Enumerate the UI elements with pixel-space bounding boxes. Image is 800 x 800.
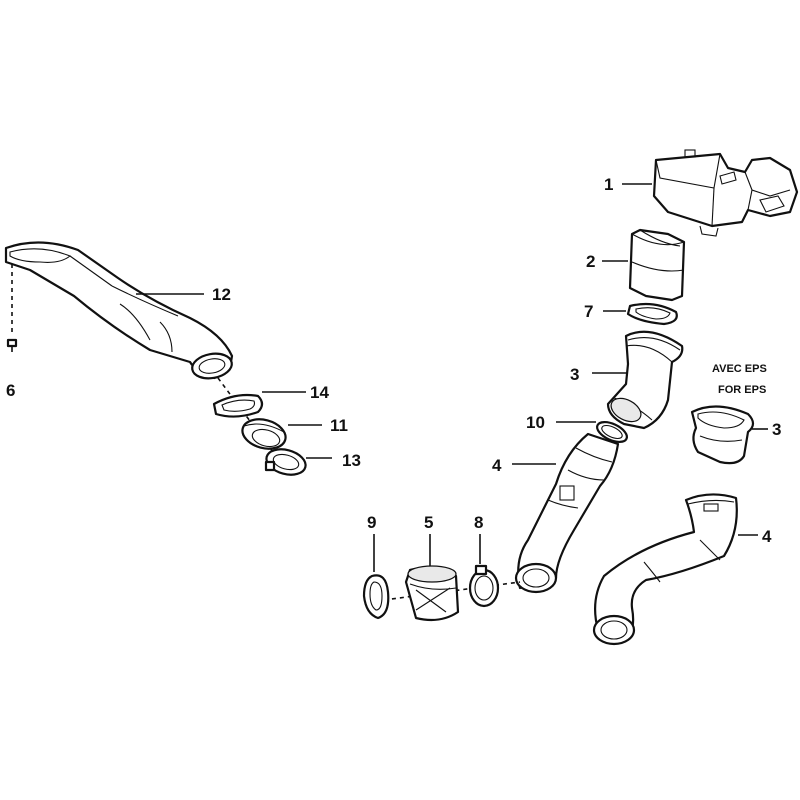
callout-14: 14	[310, 383, 329, 402]
part-5-sleeve	[404, 565, 460, 622]
callout-4: 4	[492, 456, 502, 475]
callout-6: 6	[6, 381, 15, 400]
part-11-sleeve	[241, 418, 287, 450]
part-1-air-box	[652, 149, 799, 237]
callout-1: 1	[604, 175, 613, 194]
callout-9: 9	[367, 513, 376, 532]
callout-13: 13	[342, 451, 361, 470]
callout-11: 11	[330, 416, 348, 435]
part-4-duct-alternate	[592, 493, 738, 646]
part-13-clamp	[264, 448, 307, 476]
callout-3: 3	[570, 365, 579, 384]
part-10-clamp	[596, 420, 628, 444]
callout-5: 5	[424, 513, 433, 532]
part-3-elbow	[606, 330, 684, 430]
callout-12: 12	[212, 285, 231, 304]
callout-2: 2	[586, 252, 595, 271]
callout-10: 10	[526, 413, 545, 432]
part-6-fastener	[6, 338, 18, 352]
part-4-duct-main	[514, 432, 620, 594]
part-8-clamp	[468, 564, 500, 608]
part-12-upper-duct	[4, 241, 234, 380]
part-9-seal	[362, 574, 390, 620]
callout-7: 7	[584, 302, 593, 321]
variant-note-en: FOR EPS	[718, 384, 766, 396]
callout-3-eps: 3	[772, 420, 781, 439]
callout-8: 8	[474, 513, 483, 532]
part-14-seal	[212, 393, 264, 418]
part-2-duct	[628, 228, 686, 302]
variant-note-fr: AVEC EPS	[712, 363, 767, 375]
callout-4-alternate: 4	[762, 527, 772, 546]
part-7-seal	[626, 302, 678, 326]
part-3-eps-variant	[690, 405, 755, 465]
